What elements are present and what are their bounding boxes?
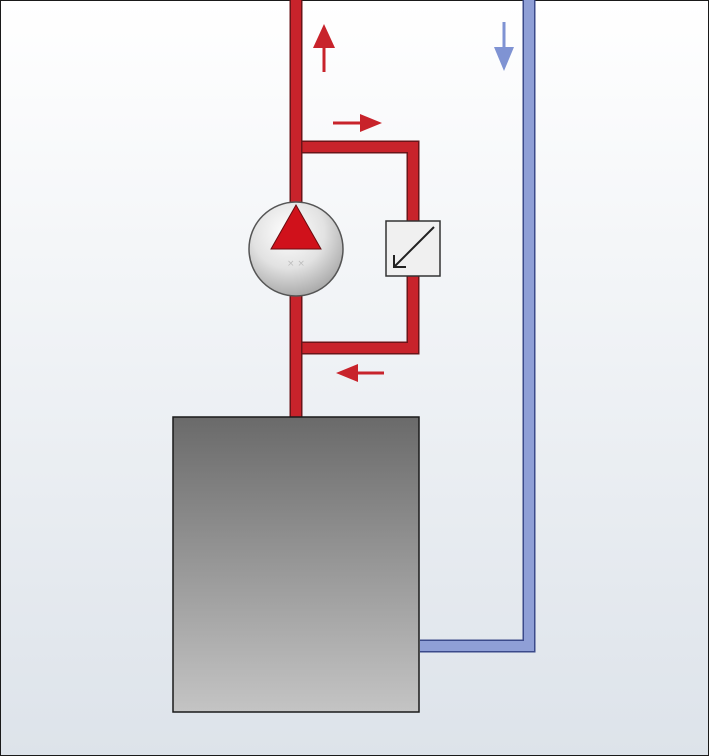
pump-symbol-icon: × × xyxy=(270,203,322,269)
valve-diagonal-arrow-icon xyxy=(393,226,435,268)
return-pipe xyxy=(420,0,536,653)
bypass-valve xyxy=(385,220,441,277)
boiler xyxy=(172,416,420,713)
circulation-pump: × × xyxy=(248,201,344,297)
bypass-inlet-arrow-icon xyxy=(333,114,382,132)
bypass-outlet-arrow-icon xyxy=(336,364,384,382)
supply-flow-arrow-icon xyxy=(313,24,335,72)
return-flow-arrow-icon xyxy=(494,22,514,71)
svg-text:× ×: × × xyxy=(287,259,305,269)
